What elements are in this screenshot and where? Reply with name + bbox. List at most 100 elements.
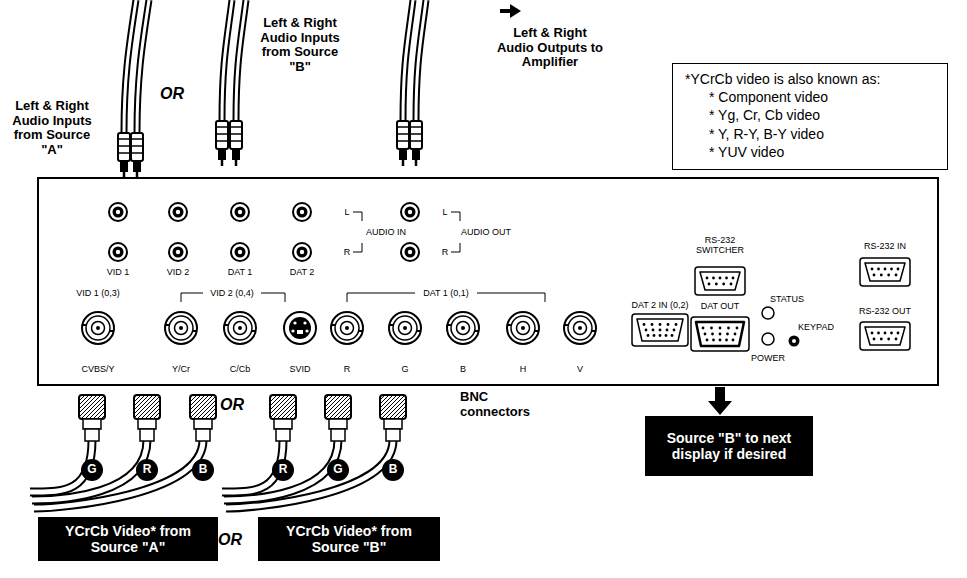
bnc-bayonet-stud bbox=[508, 324, 512, 326]
rca-plug-sleeve bbox=[218, 149, 226, 160]
bnc-plug-body bbox=[274, 419, 292, 429]
connector-label: AUDIO IN bbox=[366, 227, 406, 237]
bnc-jack-ring bbox=[169, 316, 193, 340]
bnc-jack-pin bbox=[179, 326, 183, 330]
bnc-jack-pin bbox=[345, 326, 349, 330]
connector-label: H bbox=[520, 364, 527, 374]
dsub-pin bbox=[719, 339, 722, 342]
bnc-jack bbox=[224, 312, 256, 344]
connector-label: DAT 2 IN (0,2) bbox=[631, 300, 688, 310]
bnc-jack-ring bbox=[393, 316, 417, 340]
channel-bracket bbox=[451, 212, 460, 221]
rca-jack-hole bbox=[176, 210, 180, 214]
dsub-pin bbox=[732, 277, 735, 280]
bnc-plug-nut bbox=[134, 395, 160, 419]
rca-jack-hole bbox=[300, 210, 304, 214]
rca-plug-ring bbox=[230, 133, 242, 135]
rca-jack bbox=[293, 203, 311, 221]
callout-label: OR bbox=[218, 531, 242, 549]
bnc-jack-pin bbox=[238, 326, 242, 330]
down-arrowhead bbox=[708, 401, 732, 415]
bnc-plug-body bbox=[384, 419, 402, 429]
bnc-jack-insulator bbox=[175, 322, 188, 335]
connector-label: DAT 2 bbox=[290, 267, 315, 277]
connector-label: R bbox=[344, 247, 351, 257]
dsub-shell bbox=[860, 322, 910, 350]
bnc-jack-ring bbox=[228, 316, 252, 340]
bnc-jack-insulator bbox=[341, 322, 354, 335]
dsub-pin bbox=[871, 332, 874, 335]
audio-cable bbox=[403, 0, 413, 121]
dsub-pin bbox=[725, 277, 728, 280]
dsub-pin bbox=[722, 283, 725, 286]
svideo-jack-face bbox=[289, 317, 311, 339]
rca-jack-hole bbox=[408, 210, 412, 214]
rca-plug-ring bbox=[397, 126, 409, 128]
rca-jack-center bbox=[297, 247, 308, 258]
rca-jack-hole bbox=[300, 250, 304, 254]
bnc-jack bbox=[507, 312, 539, 344]
connector-label: KEYPAD bbox=[798, 322, 834, 332]
dsub-pin bbox=[710, 327, 713, 330]
bnc-plug-nut bbox=[79, 395, 105, 419]
dsub-shell bbox=[860, 258, 910, 286]
rca-jack-center bbox=[173, 247, 184, 258]
dsub-pin bbox=[897, 332, 900, 335]
box-list-item: * Y, R-Y, B-Y video bbox=[685, 125, 937, 143]
channel-bracket bbox=[353, 243, 362, 252]
box-list-item: * Yg, Cr, Cb video bbox=[685, 106, 937, 124]
rca-jack bbox=[231, 243, 249, 261]
connector-label: DAT 1 (0,1) bbox=[421, 288, 471, 298]
rca-plug-body bbox=[216, 121, 228, 149]
dsub-face bbox=[696, 322, 744, 346]
rca-jack-center bbox=[405, 247, 416, 258]
bnc-plug-nut bbox=[380, 395, 406, 419]
bnc-bayonet-stud bbox=[448, 324, 452, 326]
bnc-jack-pin bbox=[96, 326, 100, 330]
bnc-jack-pin bbox=[461, 326, 465, 330]
bnc-plug-body bbox=[83, 419, 101, 429]
bnc-plug-nut bbox=[270, 395, 296, 419]
dsub-pin bbox=[652, 329, 655, 332]
dsub-pin bbox=[702, 327, 705, 330]
dsub-face bbox=[700, 272, 740, 290]
bnc-jack-ring bbox=[86, 316, 110, 340]
video-cable bbox=[34, 440, 203, 508]
rca-jack bbox=[109, 243, 127, 261]
rca-jack-center bbox=[235, 207, 246, 218]
rca-plug-ring bbox=[118, 138, 130, 140]
audio-cable-core bbox=[137, 0, 149, 133]
bnc-plug-boot bbox=[331, 429, 345, 441]
bnc-plug-nut bbox=[190, 395, 216, 419]
bnc-bayonet-stud bbox=[332, 324, 336, 326]
svideo-pin bbox=[305, 329, 308, 332]
rca-plug-ring bbox=[131, 152, 143, 154]
callout-label: Left & Right Audio Outputs to Amplifier bbox=[494, 26, 606, 70]
dsub-pin bbox=[712, 339, 715, 342]
rca-plug-body bbox=[410, 121, 422, 149]
rca-plug-ring bbox=[230, 140, 242, 142]
rca-jack-hole bbox=[238, 250, 242, 254]
color-code-letter: G bbox=[87, 463, 96, 476]
dsub-pin bbox=[647, 334, 650, 337]
callout-label: OR bbox=[220, 396, 244, 414]
rca-plug-ring bbox=[118, 145, 130, 147]
bnc-jack-ring bbox=[511, 316, 535, 340]
rca-jack-center bbox=[173, 207, 184, 218]
connector-label: RS-232 SWITCHER bbox=[690, 235, 750, 255]
bnc-jack-ring bbox=[335, 316, 359, 340]
output-label-box: Source "B" to next display if desired bbox=[645, 416, 813, 476]
connector-label: R bbox=[344, 364, 351, 374]
dsub-pin bbox=[671, 334, 674, 337]
keypad-jack-hole bbox=[792, 339, 796, 343]
bnc-jack-insulator bbox=[399, 322, 412, 335]
bnc-bayonet-stud bbox=[416, 330, 420, 332]
rca-plug-sleeve bbox=[412, 149, 420, 160]
rca-plug-ring bbox=[118, 152, 130, 154]
box-list-item: * YUV video bbox=[685, 143, 937, 161]
bnc-bayonet-stud bbox=[225, 324, 229, 326]
connector-label: DAT OUT bbox=[701, 301, 740, 311]
bnc-bayonet-stud bbox=[534, 330, 538, 332]
rca-jack-center bbox=[113, 207, 124, 218]
rca-plug-pin bbox=[402, 160, 405, 166]
